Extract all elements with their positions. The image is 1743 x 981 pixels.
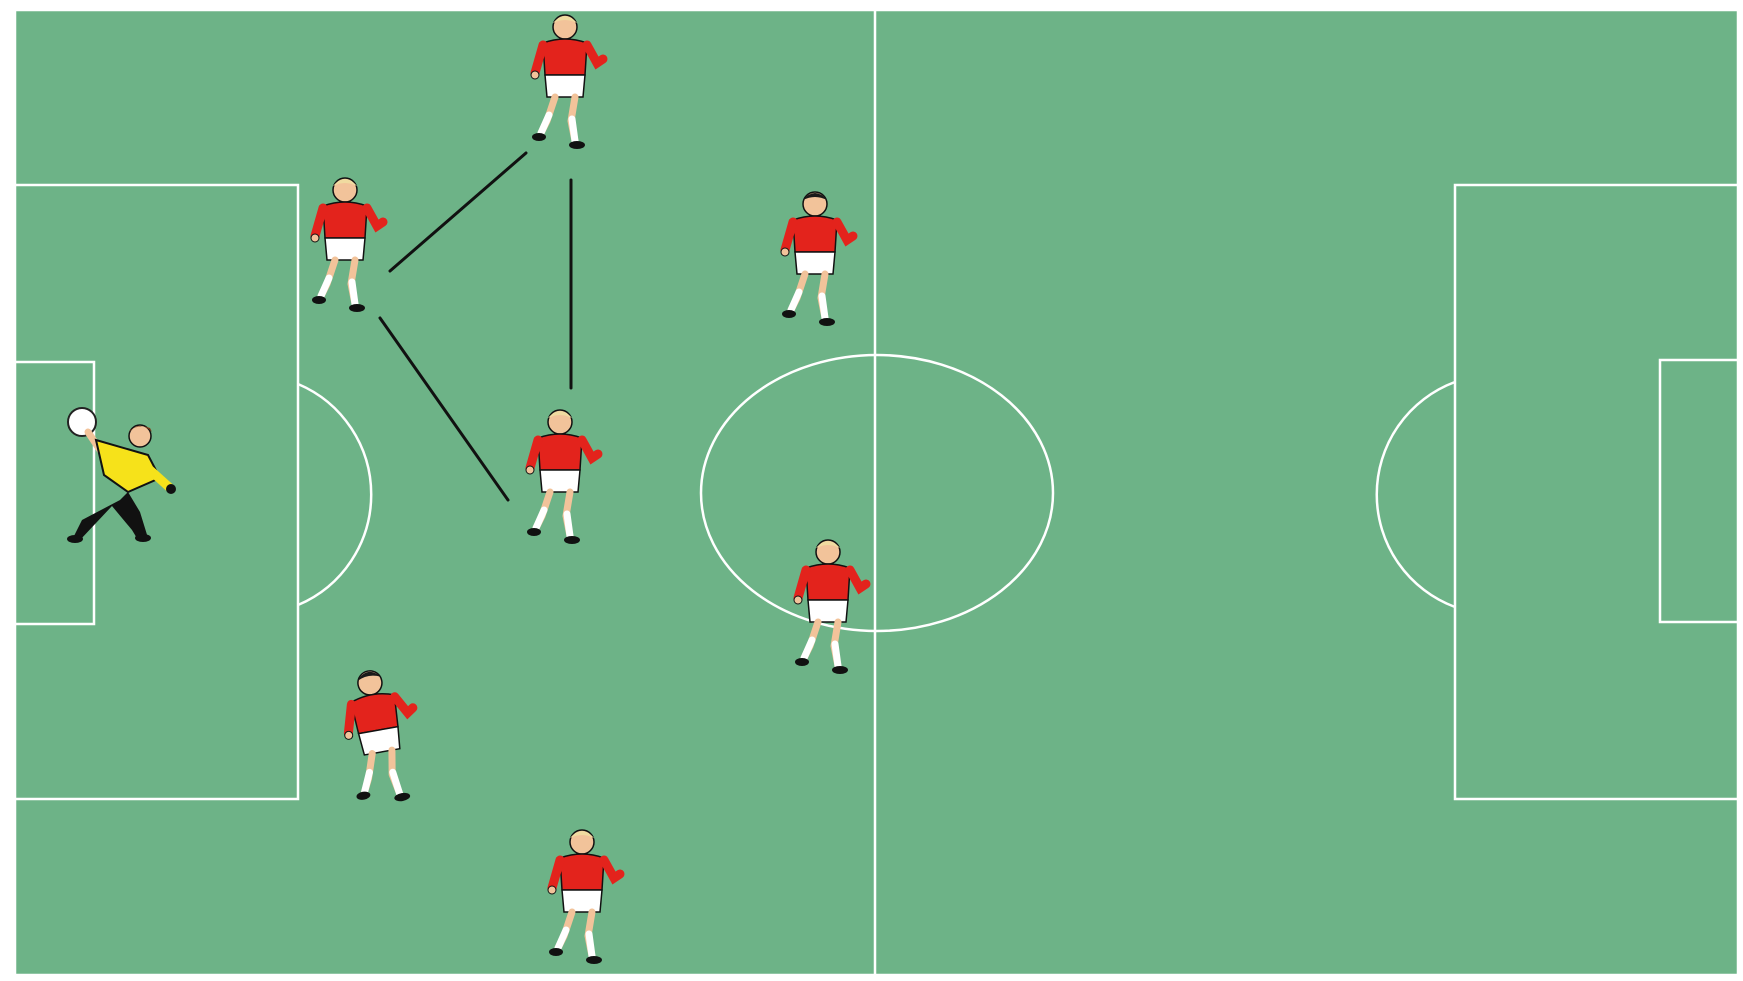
pitch-surface <box>15 10 1738 975</box>
